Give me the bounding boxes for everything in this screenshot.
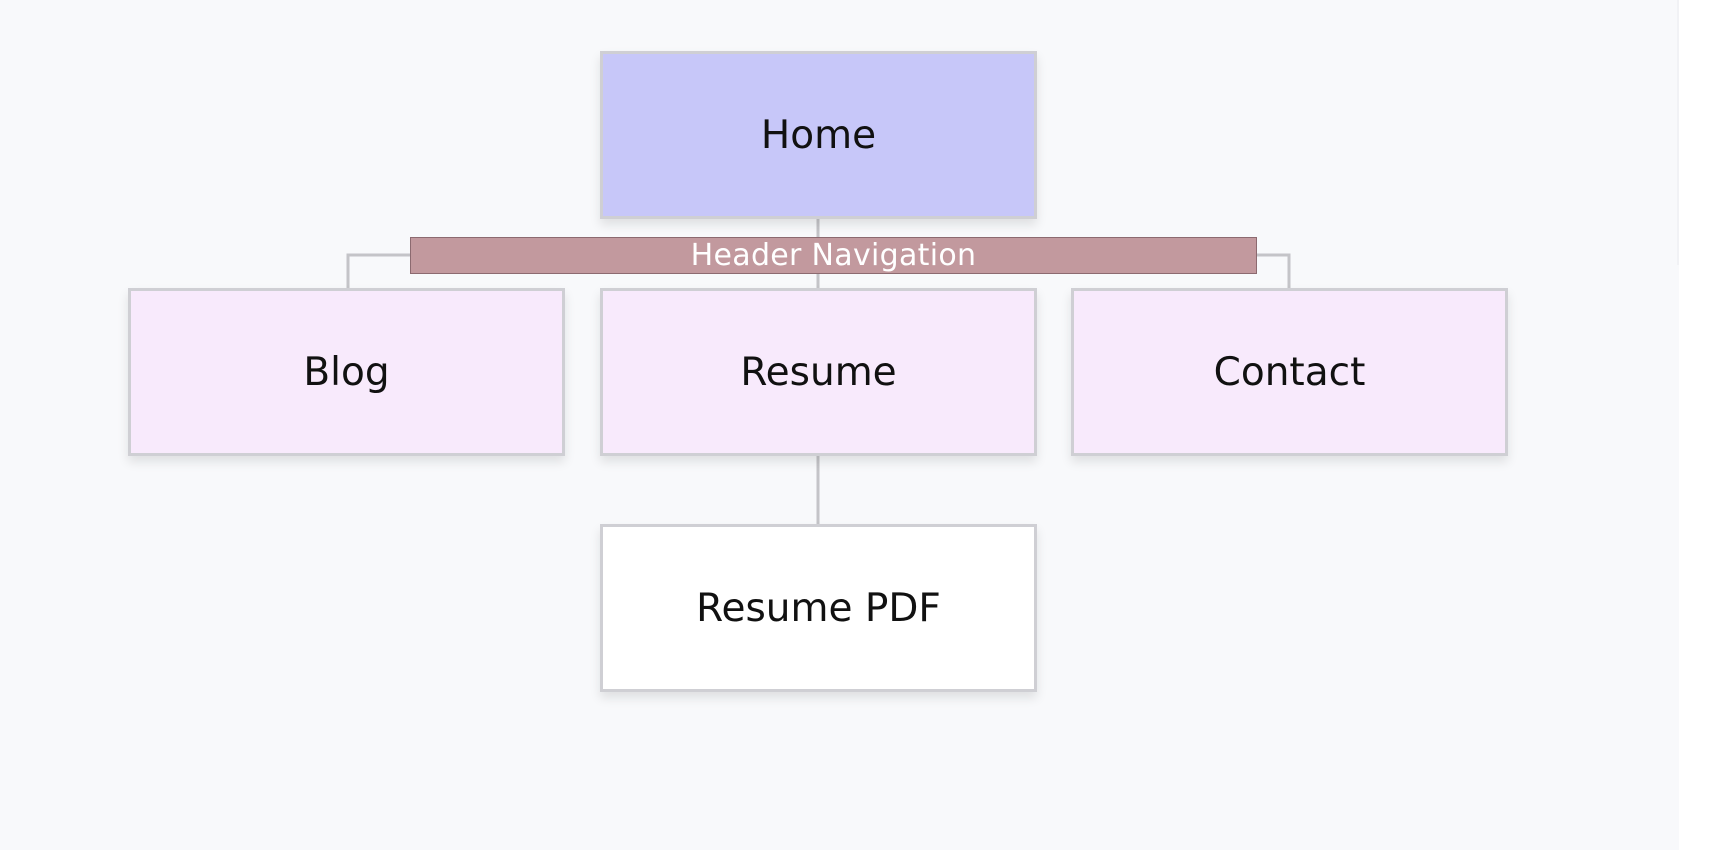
node-resume-label: Resume xyxy=(740,349,897,395)
node-resume-pdf-label: Resume PDF xyxy=(696,585,941,631)
node-home-label: Home xyxy=(760,112,877,158)
header-navigation-group-label[interactable]: Header Navigation xyxy=(410,237,1257,274)
canvas-edge xyxy=(1677,0,1679,265)
node-home[interactable]: Home xyxy=(600,51,1037,219)
group-label-text: Header Navigation xyxy=(690,238,977,273)
node-resume-pdf[interactable]: Resume PDF xyxy=(600,524,1037,692)
diagram-canvas[interactable]: Home Blog Resume Contact Resume PDF Head… xyxy=(0,0,1679,850)
node-blog-label: Blog xyxy=(303,349,390,395)
node-contact[interactable]: Contact xyxy=(1071,288,1508,456)
node-blog[interactable]: Blog xyxy=(128,288,565,456)
node-resume[interactable]: Resume xyxy=(600,288,1037,456)
node-contact-label: Contact xyxy=(1213,349,1366,395)
